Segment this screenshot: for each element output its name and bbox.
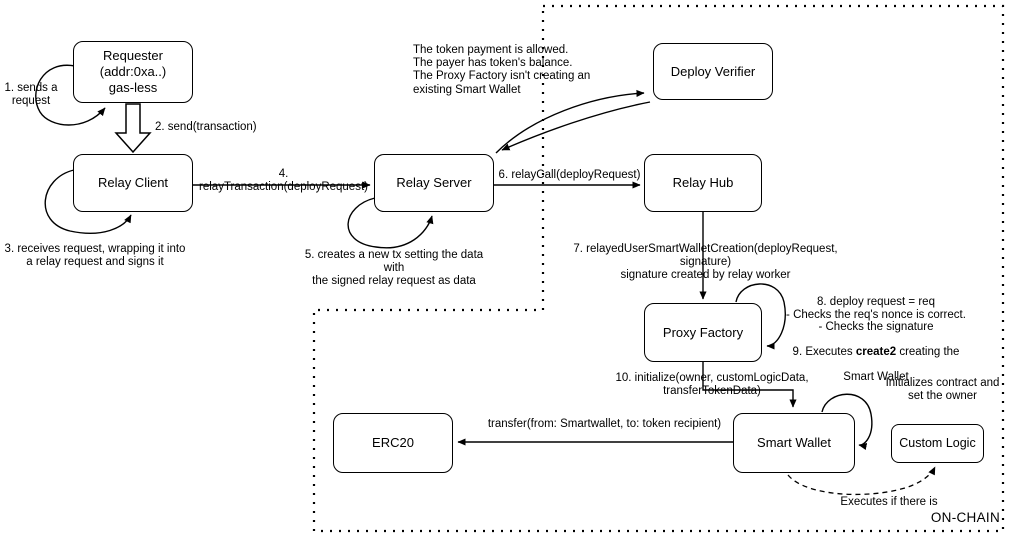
node-deploy-verifier: Deploy Verifier (653, 43, 773, 100)
self-loop-smart-wallet (821, 393, 873, 451)
label-executes-if-there-is: Executes if there is (840, 496, 938, 508)
arrow-proxy-factory-to-smart-wallet (702, 362, 797, 408)
node-erc20: ERC20 (333, 413, 453, 473)
label-step1-sends-request: 1. sends a request (4, 82, 58, 108)
block-arrow-send-transaction (114, 103, 152, 154)
node-custom-logic: Custom Logic (891, 424, 984, 463)
self-loop-requester (35, 64, 106, 126)
label-step8-9-checks: 8. deploy request = req - Checks the req… (782, 284, 970, 396)
node-proxy-factory: Proxy Factory (644, 303, 762, 362)
node-relay-server: Relay Server (374, 154, 494, 212)
self-loop-proxy-factory (735, 283, 786, 350)
label-step6-relay-call: 6. relayCall(deployRequest) (498, 169, 641, 181)
node-relay-client: Relay Client (73, 154, 193, 212)
create2-keyword: create2 (855, 346, 897, 359)
label-step7-relayed-creation: 7. relayedUserSmartWalletCreation(deploy… (573, 243, 838, 282)
label-step9-last: Smart Wallet (843, 370, 909, 383)
self-loop-relay-client (44, 169, 132, 235)
label-step8-lines: 8. deploy request = req - Checks the req… (786, 296, 966, 334)
label-step3-receives-request: 3. receives request, wrapping it into a … (4, 243, 186, 269)
node-requester: Requester (addr:0xa..) gas-less (73, 41, 193, 103)
on-chain-boundary (312, 4, 1005, 533)
label-step4-relay-transaction: 4. relayTransaction(deployRequest) (199, 168, 368, 194)
arrow-relay-server-to-deploy-verifier (495, 89, 645, 154)
label-step2-send-transaction: 2. send(transaction) (155, 121, 257, 133)
label-verifier-note: The token payment is allowed. The payer … (413, 44, 591, 96)
label-transfer: transfer(from: Smartwallet, to: token re… (487, 418, 722, 430)
arrow-deploy-verifier-to-relay-server (501, 101, 651, 151)
label-on-chain-region: ON-CHAIN (930, 510, 1000, 525)
node-relay-hub: Relay Hub (644, 154, 762, 212)
self-loop-relay-server (347, 197, 434, 249)
label-step9-line: 9. Executes create2 creating the (792, 346, 960, 359)
label-step5-creates-new-tx: 5. creates a new tx setting the data wit… (304, 249, 484, 288)
node-smart-wallet: Smart Wallet (733, 413, 855, 473)
label-step10-initialize: 10. initialize(owner, customLogicData, t… (615, 372, 809, 398)
arrow-smart-wallet-to-custom-logic (787, 466, 936, 496)
label-initializes-contract: Initializes contract and set the owner (885, 377, 1000, 403)
